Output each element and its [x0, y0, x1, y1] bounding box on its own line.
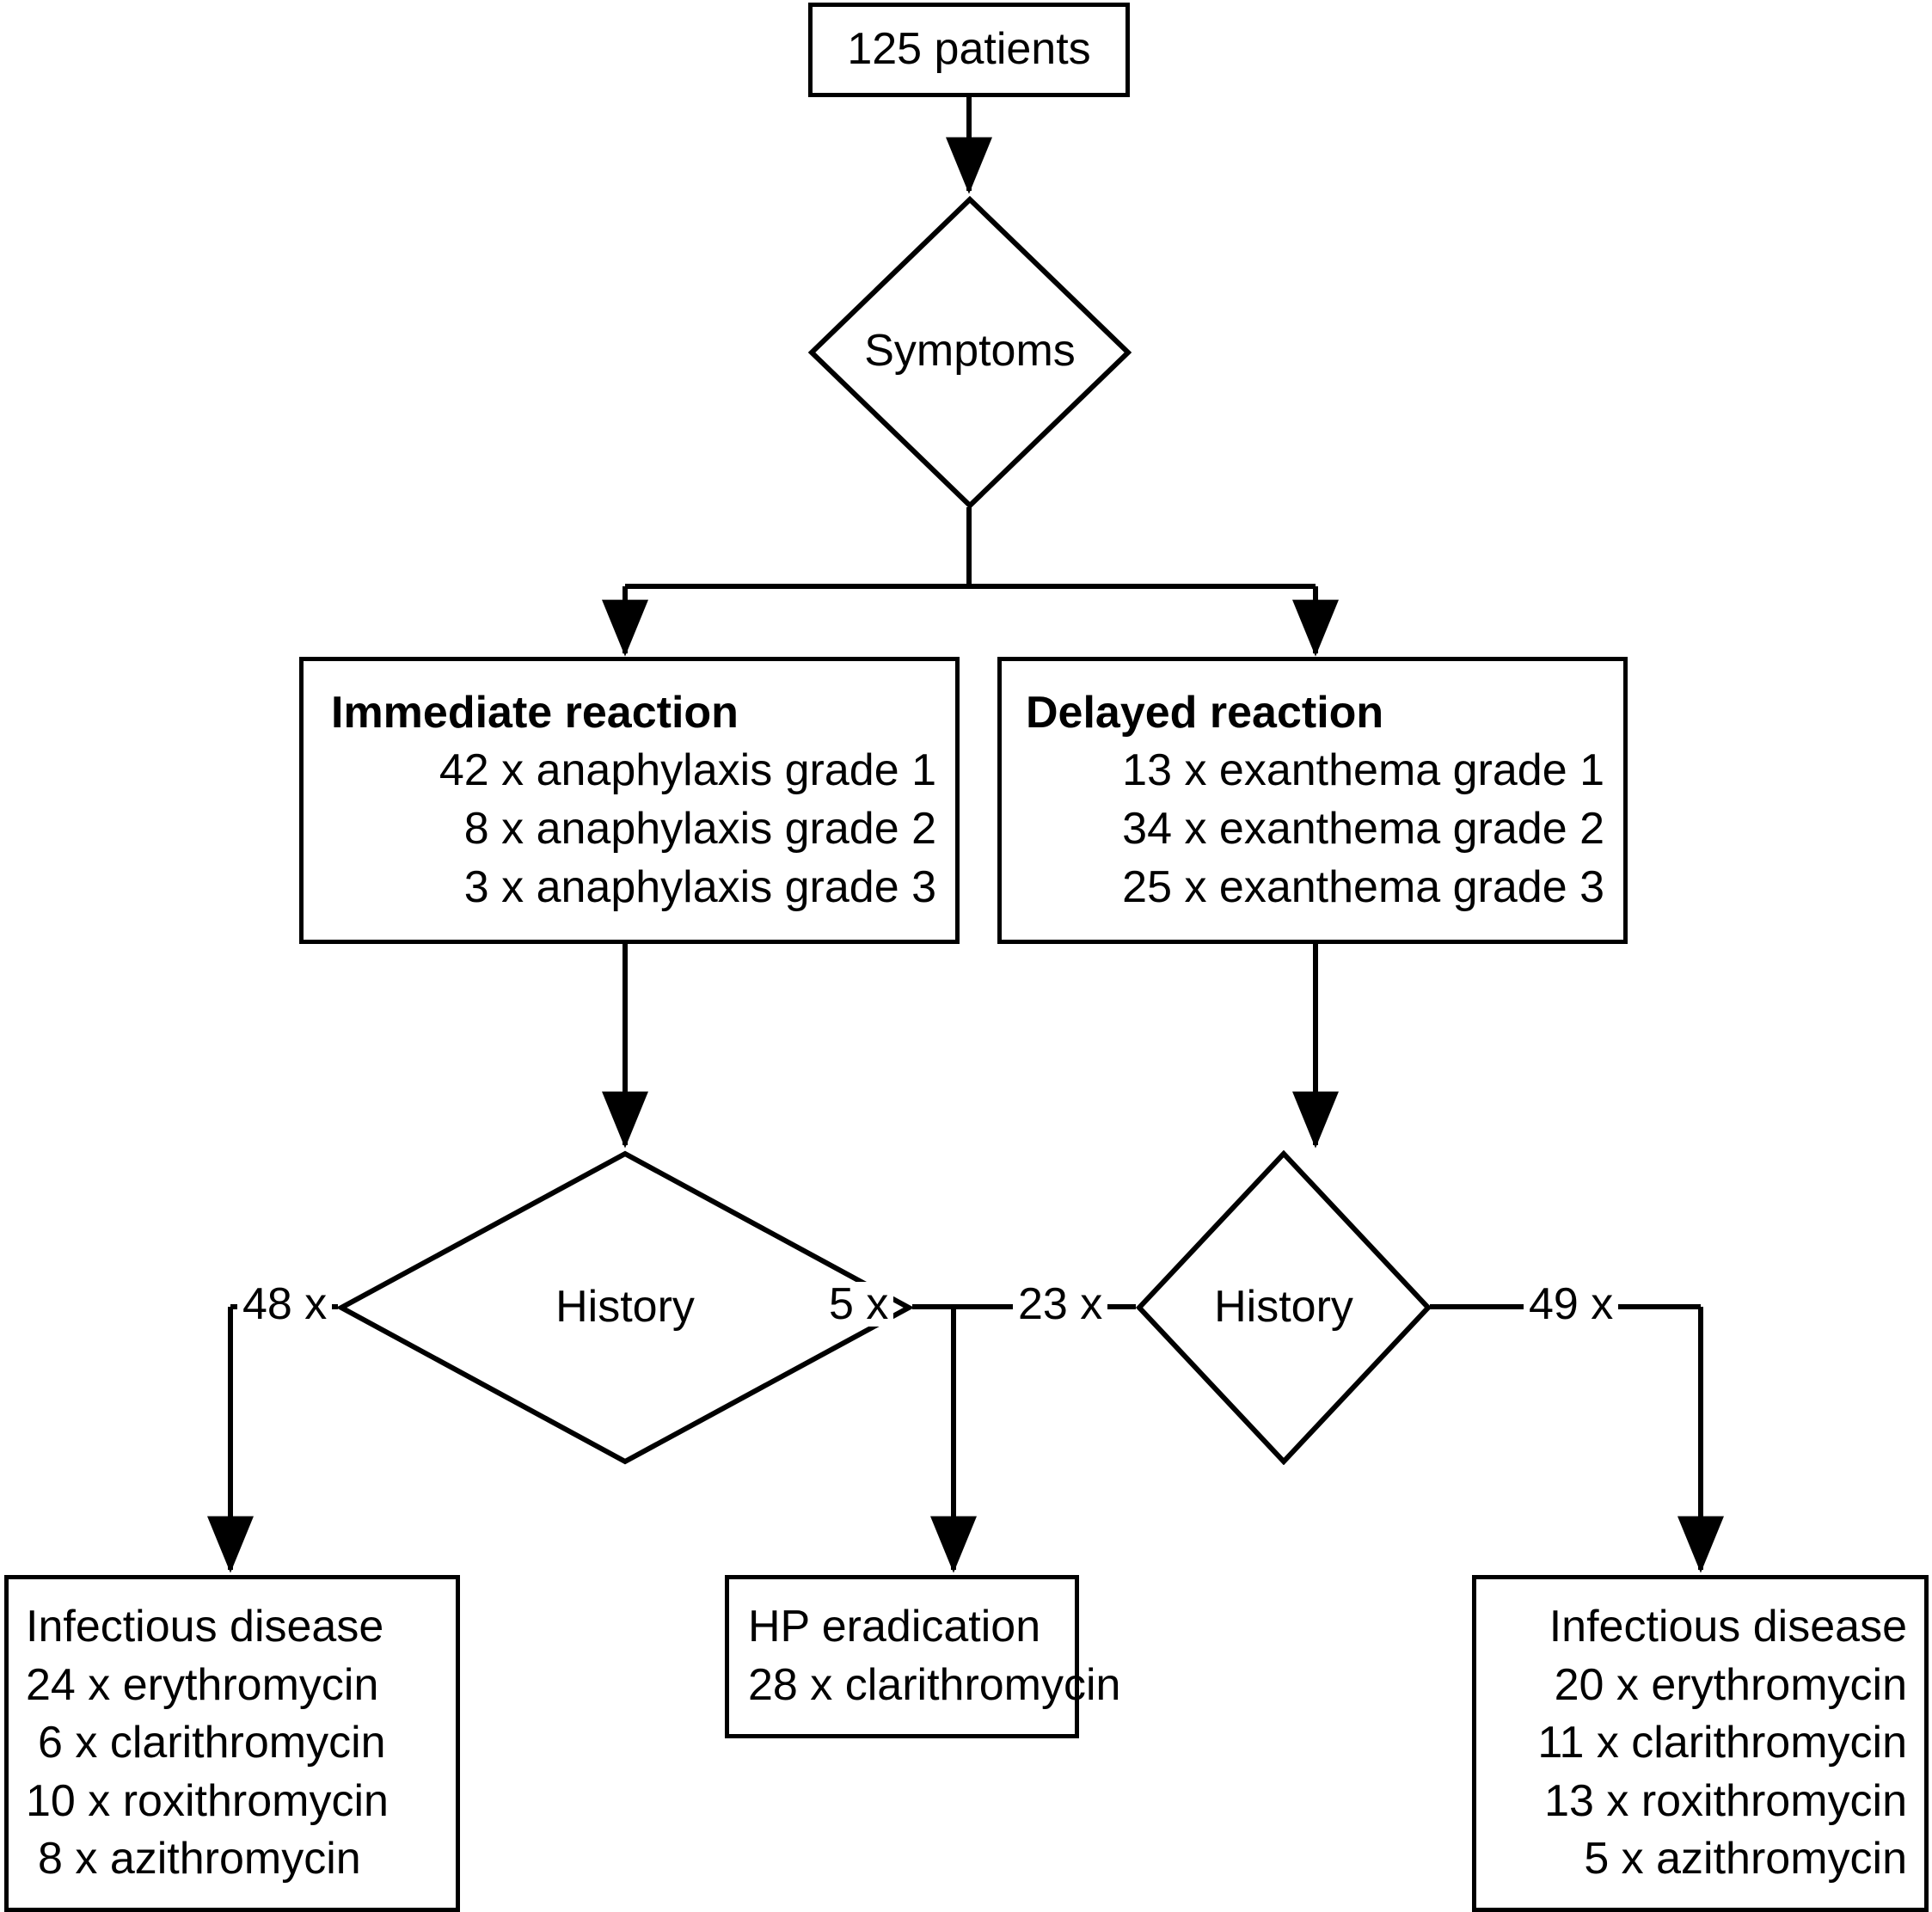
node-root-label: 125 patients — [847, 24, 1091, 75]
node-delayed-reaction-line: 34 x exanthema grade 2 — [1122, 804, 1604, 854]
node-decision-history-left-label: History — [555, 1282, 695, 1332]
edge-label-history-left-5x: 5 x — [824, 1282, 894, 1327]
node-immediate-reaction[interactable]: Immediate reaction 42 x anaphylaxis grad… — [299, 657, 960, 944]
node-decision-history-right[interactable] — [1136, 1150, 1432, 1465]
node-outcome-left-line: 10 x roxithromycin — [26, 1775, 389, 1826]
node-outcome-right-infectious-disease[interactable]: Infectious disease 20 x erythromycin 11 … — [1472, 1575, 1929, 1912]
node-delayed-reaction-title: Delayed reaction — [1026, 687, 1384, 738]
edge-label-history-right-49x: 49 x — [1524, 1282, 1619, 1327]
node-root-patients[interactable]: 125 patients — [808, 3, 1130, 97]
node-delayed-reaction-line: 13 x exanthema grade 1 — [1122, 745, 1604, 796]
node-delayed-reaction[interactable]: Delayed reaction 13 x exanthema grade 1 … — [997, 657, 1628, 944]
node-outcome-left-title: Infectious disease — [26, 1602, 384, 1652]
node-outcome-left-line: 6 x clarithromycin — [38, 1718, 386, 1768]
node-immediate-reaction-line: 42 x anaphylaxis grade 1 — [439, 745, 936, 796]
node-outcome-right-line: 13 x roxithromycin — [1544, 1775, 1907, 1826]
node-delayed-reaction-line: 25 x exanthema grade 3 — [1122, 861, 1604, 912]
node-outcome-left-line: 8 x azithromycin — [38, 1834, 361, 1884]
node-decision-symptoms[interactable]: Symptoms — [808, 196, 1132, 509]
node-immediate-reaction-line: 8 x anaphylaxis grade 2 — [463, 804, 936, 854]
node-outcome-right-line: 11 x clarithromycin — [1537, 1718, 1907, 1768]
diamond-shape-history-left — [338, 1150, 912, 1465]
node-outcome-left-line: 24 x erythromycin — [26, 1659, 379, 1710]
node-outcome-middle-title: HP eradication — [748, 1602, 1041, 1652]
edge-label-history-left-48x: 48 x — [237, 1282, 333, 1327]
diamond-shape-symptoms — [808, 196, 1132, 509]
node-immediate-reaction-title: Immediate reaction — [331, 687, 739, 738]
node-outcome-right-line: 5 x azithromycin — [1584, 1834, 1907, 1884]
node-outcome-middle-line: 28 x clarithromycin — [748, 1660, 1121, 1710]
node-decision-symptoms-label: Symptoms — [864, 326, 1076, 376]
node-decision-history-left[interactable]: History — [338, 1150, 912, 1465]
node-outcome-right-line: 20 x erythromycin — [1554, 1659, 1907, 1710]
node-outcome-left-infectious-disease[interactable]: Infectious disease 24 x erythromycin 6 x… — [4, 1575, 460, 1912]
node-decision-history-right-label: History — [1214, 1282, 1353, 1332]
diamond-shape-history-right — [1136, 1150, 1432, 1465]
node-immediate-reaction-line: 3 x anaphylaxis grade 3 — [463, 861, 936, 912]
node-outcome-middle-hp-eradication[interactable]: HP eradication 28 x clarithromycin — [725, 1575, 1121, 1738]
node-outcome-right-title: Infectious disease — [1549, 1602, 1907, 1652]
edge-label-history-right-23x: 23 x — [1013, 1282, 1108, 1327]
